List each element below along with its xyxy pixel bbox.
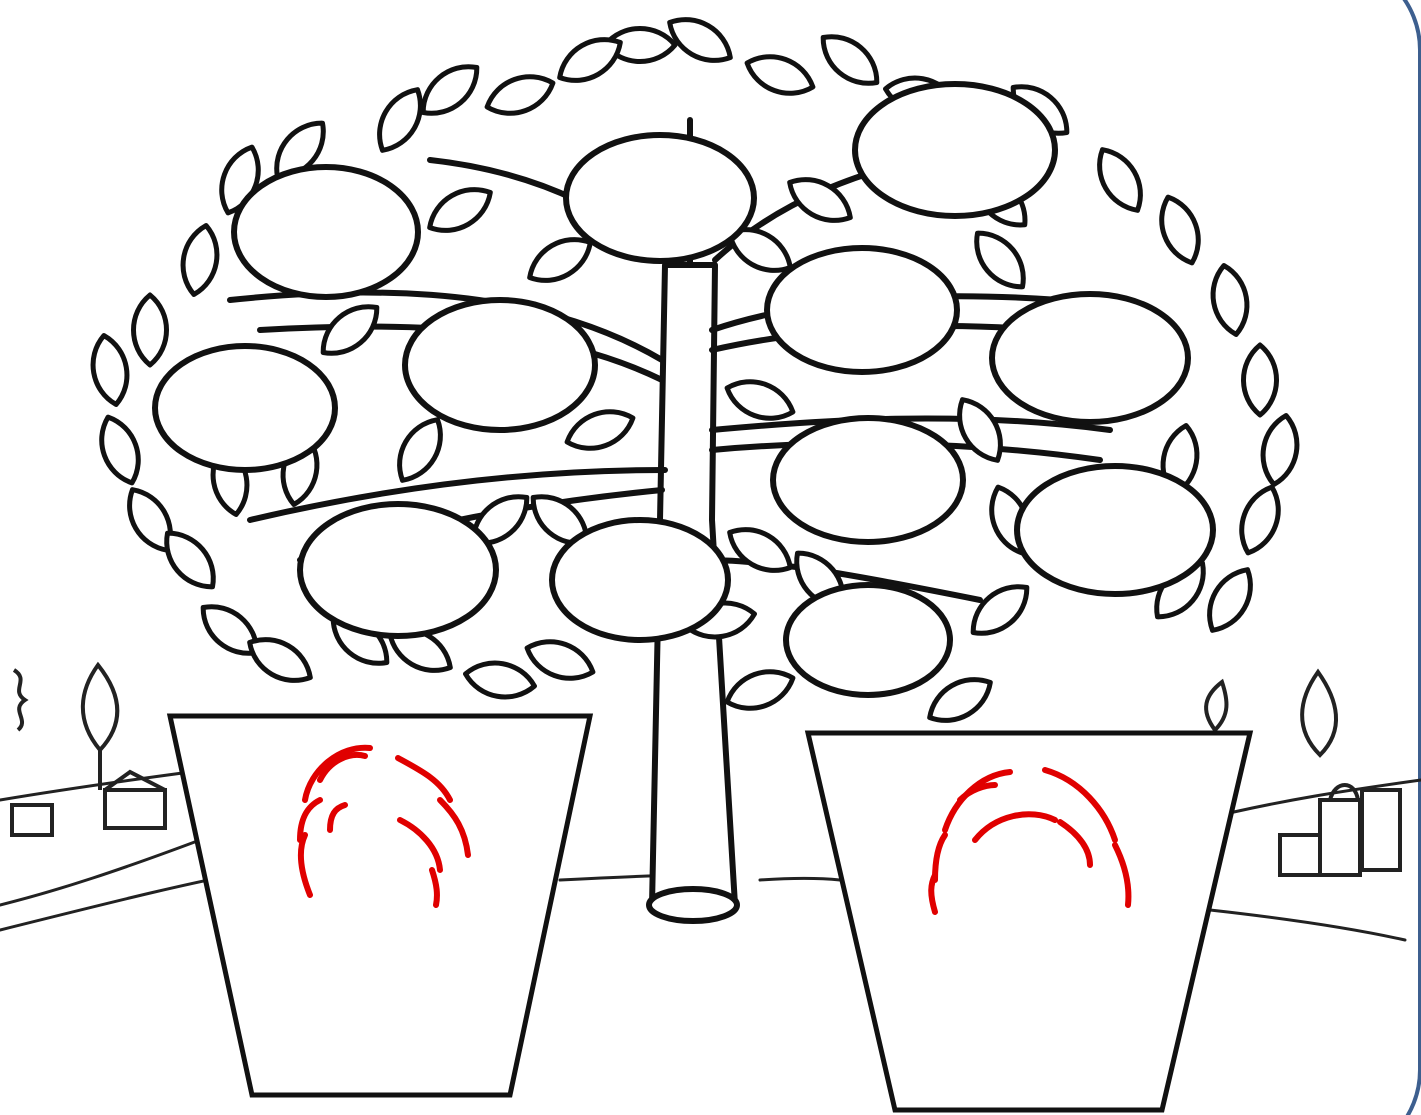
fruit (300, 504, 496, 636)
leaf (134, 295, 167, 365)
fruit (566, 135, 754, 261)
fruit (767, 248, 957, 372)
fruit (552, 520, 728, 640)
fruit (855, 84, 1055, 216)
fruit (992, 294, 1188, 422)
fruit (1017, 466, 1213, 594)
fruit (405, 300, 595, 430)
fruit (234, 167, 418, 297)
fruit (155, 346, 335, 470)
leaf (1244, 345, 1277, 415)
fruit (773, 418, 963, 542)
fruit (786, 585, 950, 695)
